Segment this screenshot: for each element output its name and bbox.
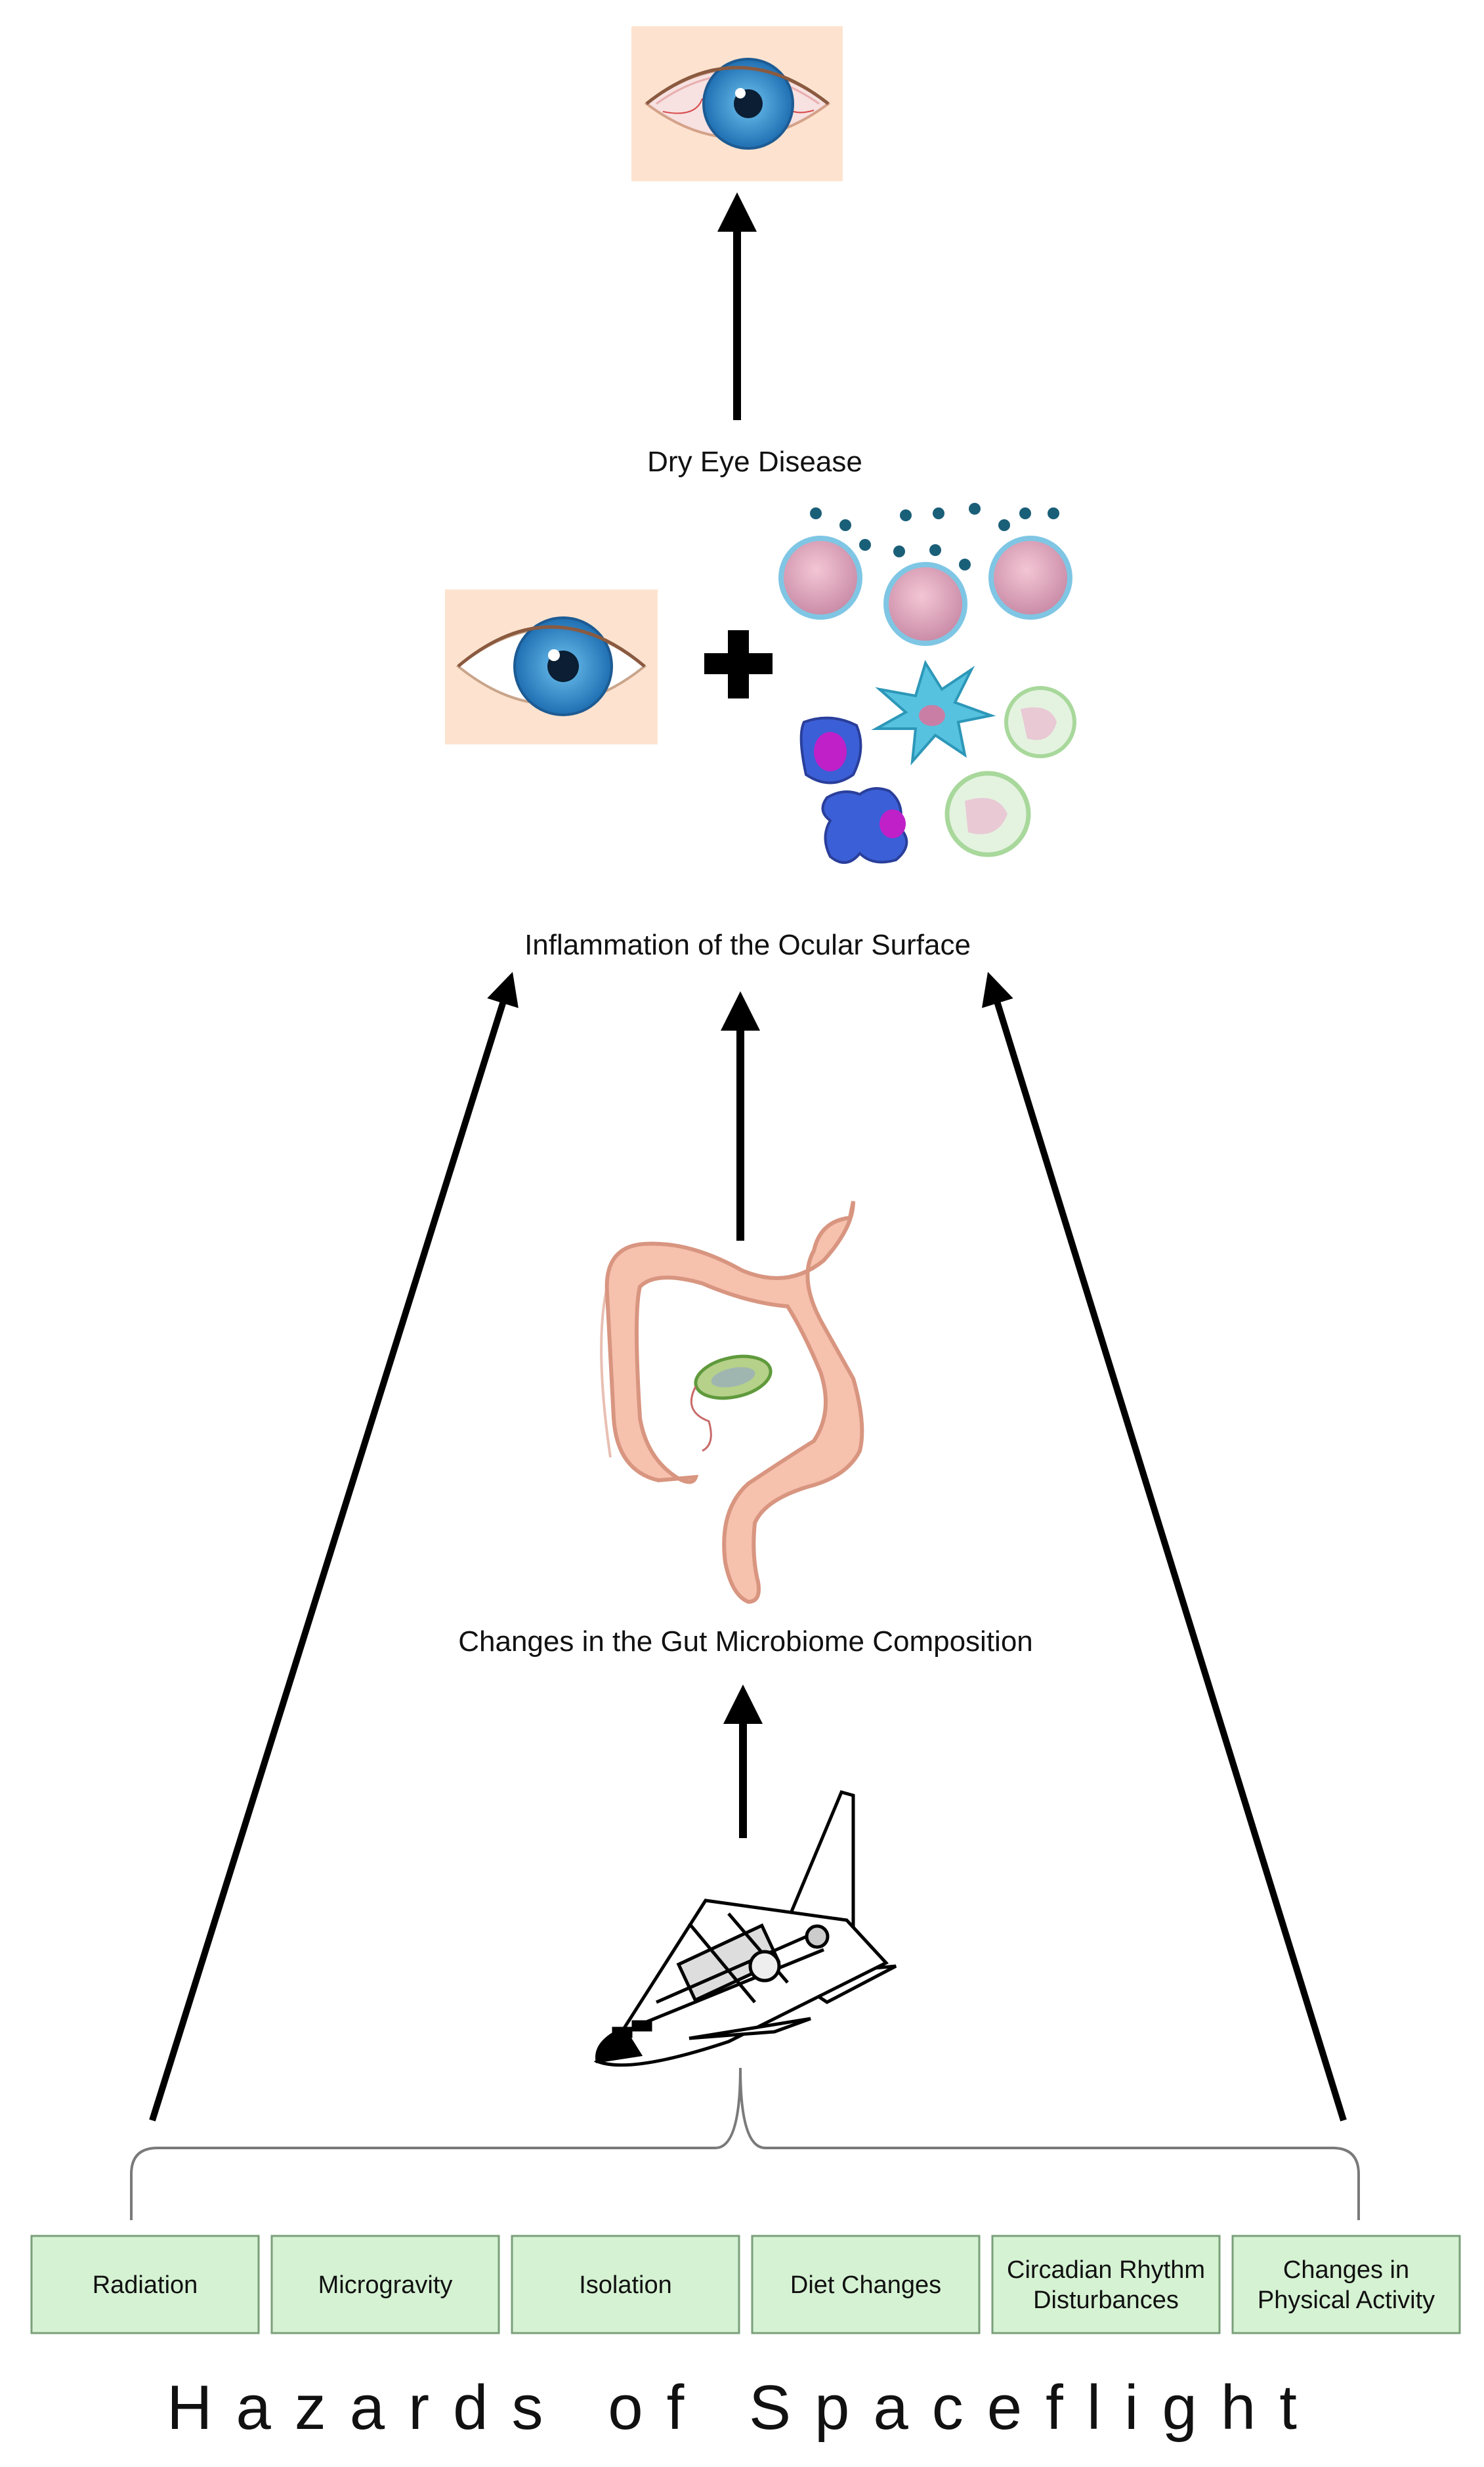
hazard-label-0-0: Radiation bbox=[93, 2271, 198, 2299]
red-eye-icon bbox=[631, 26, 843, 181]
hazard-box-5 bbox=[1231, 2235, 1461, 2334]
hazards-title: Hazards of Spaceflight bbox=[167, 2372, 1321, 2443]
hazard-label-5-1: Physical Activity bbox=[1258, 2286, 1435, 2314]
eye-icon bbox=[445, 590, 658, 744]
grouping-brace bbox=[130, 2067, 1360, 2220]
hazard-boxes: Radiation Microgravity Isolation Diet Chang… bbox=[30, 2235, 1461, 2334]
hazard-label-1-0: Microgravity bbox=[318, 2271, 453, 2299]
hazard-box-1 bbox=[270, 2235, 500, 2334]
dry-eye-label: Dry Eye Disease bbox=[647, 446, 862, 478]
hazard-box-4 bbox=[991, 2235, 1221, 2334]
microbiome-label: Changes in the Gut Microbiome Compositio… bbox=[458, 1625, 1033, 1658]
hazard-label-2-0: Isolation bbox=[579, 2271, 672, 2299]
colon-icon bbox=[600, 1201, 864, 1604]
hazard-label-3-0: Diet Changes bbox=[790, 2271, 941, 2299]
plus-icon bbox=[704, 630, 773, 698]
arrow-right-to-inflammation bbox=[981, 972, 1347, 2122]
hazard-box-0 bbox=[30, 2235, 260, 2334]
space-shuttle-icon bbox=[593, 1790, 897, 2067]
inflammation-label: Inflammation of the Ocular Surface bbox=[524, 929, 971, 961]
hazard-box-2 bbox=[511, 2235, 740, 2334]
hazard-box-3 bbox=[751, 2235, 981, 2334]
immune-cells-icon bbox=[778, 503, 1076, 864]
hazard-label-5-0: Changes in bbox=[1283, 2256, 1409, 2284]
arrow-left-to-inflammation bbox=[149, 972, 519, 2122]
hazard-label-4-1: Disturbances bbox=[1033, 2286, 1179, 2314]
hazard-label-4-0: Circadian Rhythm bbox=[1007, 2256, 1205, 2284]
